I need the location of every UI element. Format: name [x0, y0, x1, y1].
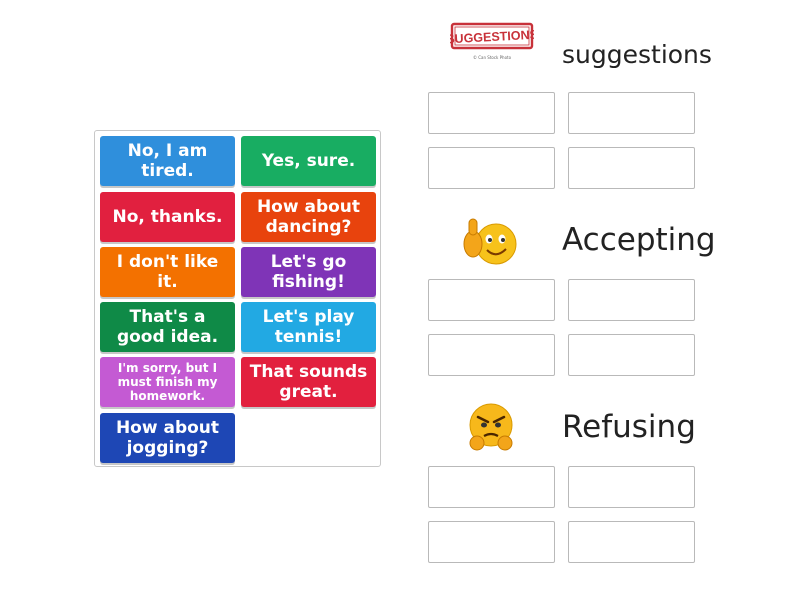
drop-slot-refusing-4[interactable]: [568, 521, 695, 563]
drop-slot-suggestions-3[interactable]: [428, 147, 555, 189]
card-no-i-am-tired[interactable]: No, I am tired.: [100, 136, 235, 186]
card-label: Let's go fishing!: [270, 252, 347, 292]
card-lets-play-tennis[interactable]: Let's play tennis!: [241, 302, 376, 352]
card-label: How about jogging?: [115, 418, 220, 458]
card-label: Let's play tennis!: [262, 307, 355, 347]
category-title-suggestions: suggestions: [562, 40, 712, 69]
card-label: That's a good idea.: [116, 307, 219, 347]
card-im-sorry[interactable]: I'm sorry, but I must finish my homework…: [100, 357, 235, 407]
drop-slot-refusing-3[interactable]: [428, 521, 555, 563]
stamp-text: SUGGESTIONS: [450, 28, 534, 47]
card-label: I'm sorry, but I must finish my homework…: [117, 361, 218, 403]
drop-slot-refusing-2[interactable]: [568, 466, 695, 508]
category-title-accepting: Accepting: [562, 222, 716, 258]
category-header-suggestions: SUGGESTIONS © Can Stock Photo suggestion…: [428, 22, 728, 82]
stamp-credit: © Can Stock Photo: [472, 55, 512, 60]
category-title-refusing: Refusing: [562, 409, 696, 445]
card-how-about-dancing[interactable]: How about dancing?: [241, 192, 376, 242]
card-no-thanks[interactable]: No, thanks.: [100, 192, 235, 242]
card-label: I don't like it.: [116, 252, 219, 292]
card-label: That sounds great.: [249, 362, 368, 402]
card-i-dont-like-it[interactable]: I don't like it.: [100, 247, 235, 297]
card-lets-go-fishing[interactable]: Let's go fishing!: [241, 247, 376, 297]
drop-slot-accepting-3[interactable]: [428, 334, 555, 376]
card-how-about-jogging[interactable]: How about jogging?: [100, 413, 235, 463]
suggestions-stamp-icon: SUGGESTIONS: [450, 22, 534, 50]
drop-slot-suggestions-1[interactable]: [428, 92, 555, 134]
card-label: No, thanks.: [112, 207, 223, 227]
category-header-accepting: Accepting: [428, 218, 728, 268]
drop-slot-suggestions-4[interactable]: [568, 147, 695, 189]
category-header-refusing: Refusing: [428, 403, 728, 455]
card-yes-sure[interactable]: Yes, sure.: [241, 136, 376, 186]
drop-slot-accepting-4[interactable]: [568, 334, 695, 376]
card-label: Yes, sure.: [261, 151, 356, 171]
drop-slot-suggestions-2[interactable]: [568, 92, 695, 134]
angry-emoji-icon: [469, 403, 513, 451]
thumbs-up-emoji-icon: [463, 218, 517, 265]
card-label: How about dancing?: [256, 197, 361, 237]
drop-slot-accepting-1[interactable]: [428, 279, 555, 321]
card-pool: No, I am tired. Yes, sure. No, thanks. H…: [94, 130, 381, 467]
card-label: No, I am tired.: [127, 141, 208, 181]
drop-slot-refusing-1[interactable]: [428, 466, 555, 508]
card-that-sounds-great[interactable]: That sounds great.: [241, 357, 376, 407]
drop-slot-accepting-2[interactable]: [568, 279, 695, 321]
card-thats-a-good-idea[interactable]: That's a good idea.: [100, 302, 235, 352]
